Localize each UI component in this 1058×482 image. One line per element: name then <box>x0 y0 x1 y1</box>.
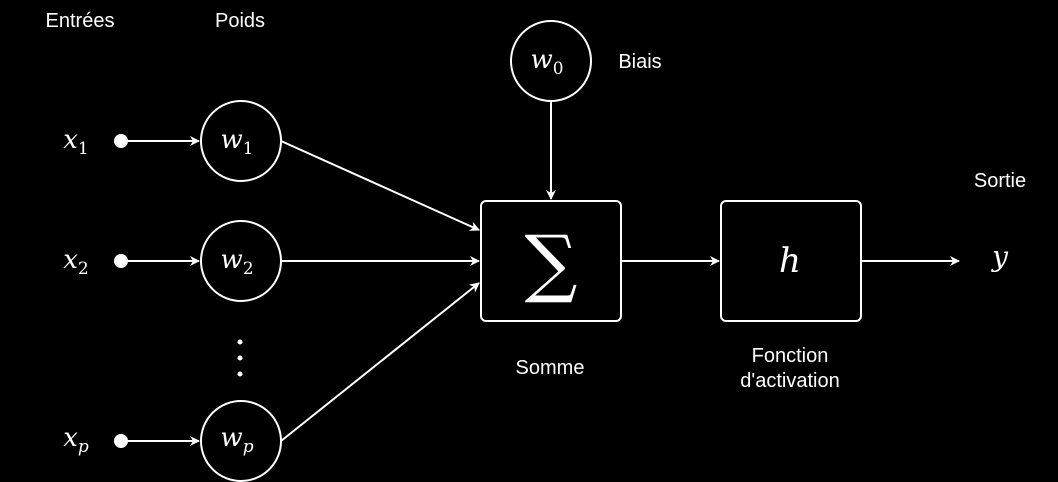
input-row-2: x2 w2 <box>63 220 282 302</box>
activation-symbol: h <box>779 241 801 281</box>
sum-label: Somme <box>516 357 585 379</box>
inputs-header: Entrées <box>46 10 115 32</box>
output-label: Sortie <box>974 170 1026 192</box>
input-row-p: xp wp <box>63 400 282 482</box>
bias-label: Biais <box>618 51 661 73</box>
bias-w0: w0 <box>530 45 563 79</box>
weight-wp: wp <box>220 423 253 457</box>
activation-label-line2: d'activation <box>740 370 839 392</box>
vertical-ellipsis <box>237 339 243 377</box>
weight-w2: w2 <box>220 245 253 279</box>
arrow-w1-to-sum <box>280 140 480 231</box>
arrow-wp-to-sum <box>280 282 480 442</box>
input-x1: x1 <box>63 125 89 159</box>
weight-w1: w1 <box>220 125 253 159</box>
sigma-symbol: ∑ <box>525 220 578 306</box>
input-row-1: x1 w1 <box>63 100 282 182</box>
input-x2: x2 <box>63 245 89 279</box>
input-xp: xp <box>63 423 89 457</box>
activation-label-line1: Fonction <box>752 345 829 367</box>
output-y: y <box>990 240 1009 273</box>
weights-header: Poids <box>215 10 265 32</box>
